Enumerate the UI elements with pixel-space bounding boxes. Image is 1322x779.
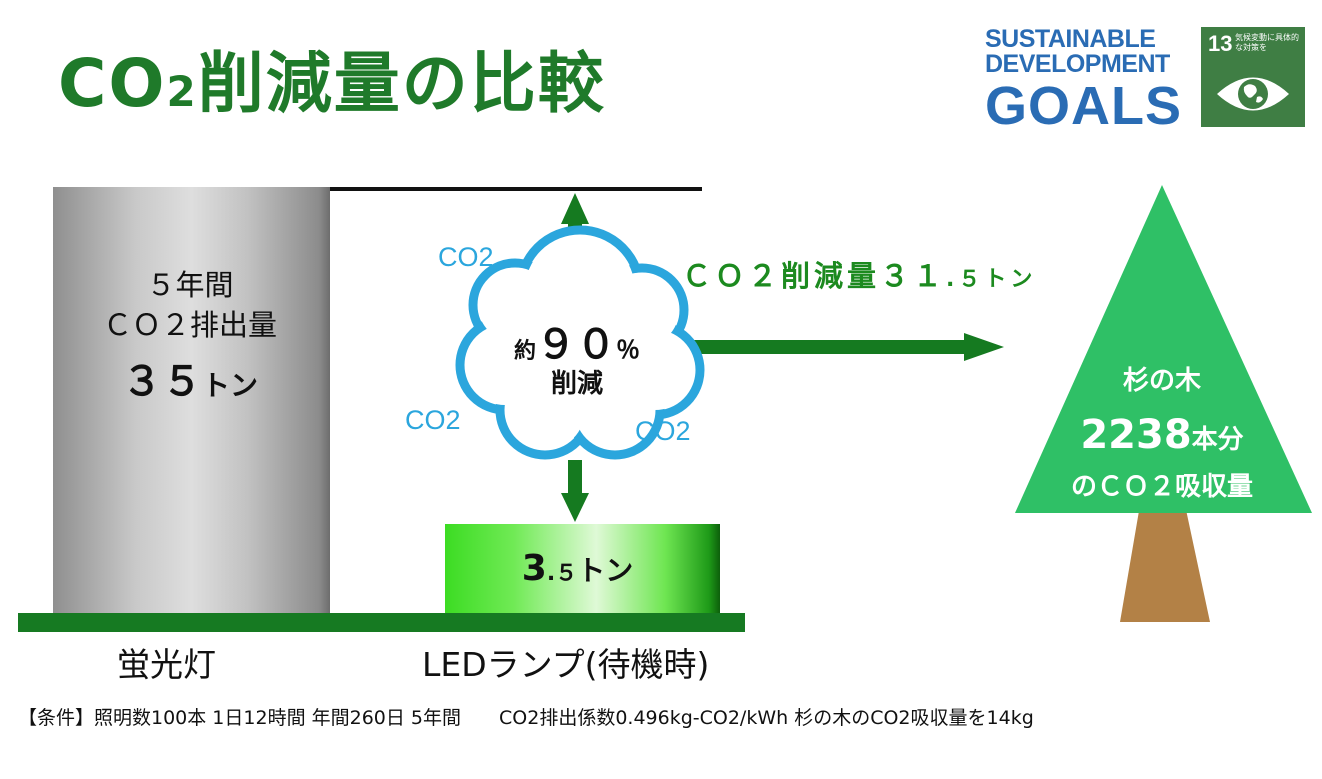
led-decimal: .５ — [546, 561, 578, 586]
led-number: 3 — [521, 548, 547, 589]
sdg-line3: GOALS — [985, 76, 1183, 136]
tree-unit: 本分 — [1191, 425, 1244, 455]
cloud-percent-sign: ％ — [616, 336, 640, 364]
tree-number: 2238 — [1080, 412, 1192, 458]
sdg-line2: DEVELOPMENT — [985, 50, 1170, 78]
baseline-top-line — [330, 187, 702, 191]
cloud-percent-number: ９０ — [536, 322, 616, 368]
sdg-line1: SUSTAINABLE — [985, 25, 1156, 53]
reduction-main: ＣＯ２削減量３１ — [682, 259, 947, 293]
cloud-reduction-text: 削減 — [550, 369, 603, 399]
goal13-badge: 13 気候変動に具体的な対策を — [1201, 27, 1305, 127]
fluorescent-line2: ＣＯ２排出量 — [102, 308, 277, 342]
tree-line3: のＣＯ２吸収量 — [1070, 472, 1253, 502]
tree-count: 2238本分 — [1042, 412, 1282, 458]
fluorescent-line1: ５年間 — [146, 268, 234, 302]
reduction-label: ＣＯ２削減量３１.５トン — [682, 253, 1036, 295]
page-title: CO2削減量の比較 — [58, 30, 606, 126]
fluorescent-number: ３５ — [121, 359, 202, 405]
co2-label-3: CO2 — [635, 416, 691, 446]
cloud-percent: 約９０％ — [492, 312, 662, 370]
tree-line1: 杉の木 — [1122, 366, 1201, 396]
sdg-logo: SUSTAINABLE DEVELOPMENT GOALS — [985, 25, 1185, 136]
reduction-decimal: .５ — [946, 267, 985, 292]
goal13-label: 気候変動に具体的な対策を — [1235, 33, 1299, 52]
down-arrow — [561, 460, 589, 522]
tree-shape — [1015, 185, 1312, 622]
co2-label-2: CO2 — [405, 405, 461, 435]
reduction-unit: トン — [984, 267, 1037, 292]
title-subscript: 2 — [166, 67, 198, 116]
right-arrow — [690, 333, 1004, 361]
fluorescent-bar — [53, 187, 330, 614]
conditions-footer: 【条件】照明数100本 1日12時間 年間260日 5年間 CO2排出係数0.4… — [18, 707, 1034, 729]
ground-line — [18, 613, 745, 632]
title-co: CO — [58, 45, 167, 122]
fluorescent-unit: トン — [201, 369, 258, 402]
fluorescent-label: 蛍光灯 — [117, 645, 216, 684]
led-value: 3.５トン — [445, 548, 710, 589]
title-rest: 削減量の比較 — [197, 45, 606, 122]
eye-globe-icon — [1217, 77, 1289, 111]
led-bar — [445, 524, 720, 614]
fluorescent-value: ３５トン — [60, 357, 320, 411]
fluorescent-text: ５年間 ＣＯ２排出量 ３５トン — [60, 265, 320, 411]
co2-label-1: CO2 — [438, 242, 494, 272]
cloud-prefix: 約 — [513, 339, 536, 364]
goal13-number: 13 — [1208, 31, 1233, 56]
led-label: LEDランプ(待機時) — [422, 645, 710, 684]
led-unit: トン — [577, 554, 634, 587]
cloud-shape — [455, 225, 705, 460]
